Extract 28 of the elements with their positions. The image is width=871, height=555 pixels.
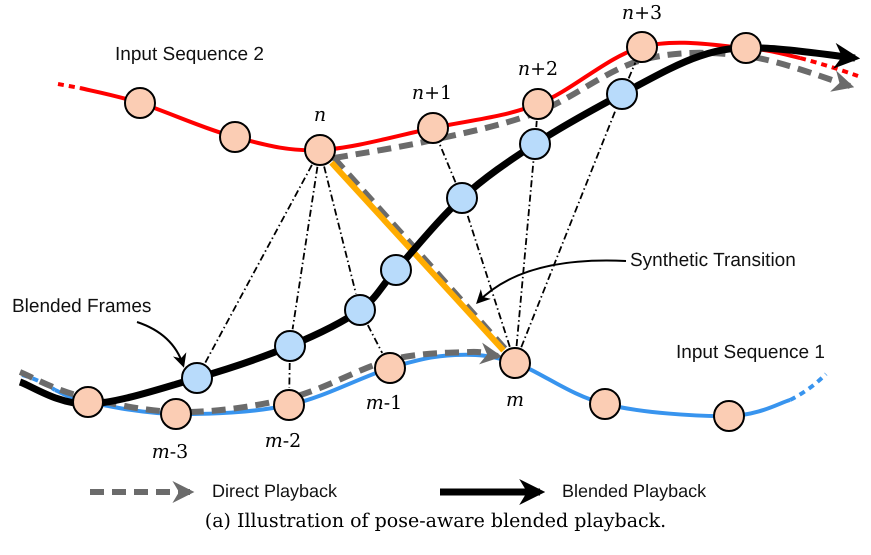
correspondence-line	[367, 324, 383, 354]
correspondence-line	[204, 164, 313, 364]
frame-index-label: m	[506, 389, 524, 411]
figure-caption: (a) Illustration of pose-aware blended playback.	[204, 510, 668, 532]
legend-label: Direct Playback	[212, 481, 338, 502]
correspondence-line	[466, 214, 511, 348]
legend-label: Blended Playback	[562, 481, 706, 502]
correspondence-line	[628, 62, 636, 79]
frame-index-label: m-2	[264, 430, 302, 452]
sequence-label: Input Sequence 2	[115, 44, 264, 66]
correspondence-line	[520, 109, 617, 348]
correspondence-line	[535, 120, 538, 128]
frame-index-label: m-1	[366, 392, 402, 414]
correspondence-line	[516, 160, 534, 346]
leader-arrow	[476, 260, 626, 304]
correspondence-line	[438, 143, 456, 183]
correspondence-line	[292, 166, 318, 330]
callout-text: Blended Frames	[12, 296, 152, 317]
frame-index-label: n+1	[412, 82, 452, 104]
callout-text: Synthetic Transition	[630, 250, 796, 271]
frame-index-label: n	[314, 104, 326, 126]
frame-index-label: n+2	[518, 58, 558, 80]
sequence-label: Input Sequence 1	[676, 342, 825, 364]
correspondence-line	[288, 362, 291, 388]
frame-index-label: m-3	[152, 441, 188, 463]
frame-index-label: n+3	[622, 2, 662, 24]
leader-arrow	[136, 321, 186, 368]
correspondence-line	[323, 166, 357, 294]
